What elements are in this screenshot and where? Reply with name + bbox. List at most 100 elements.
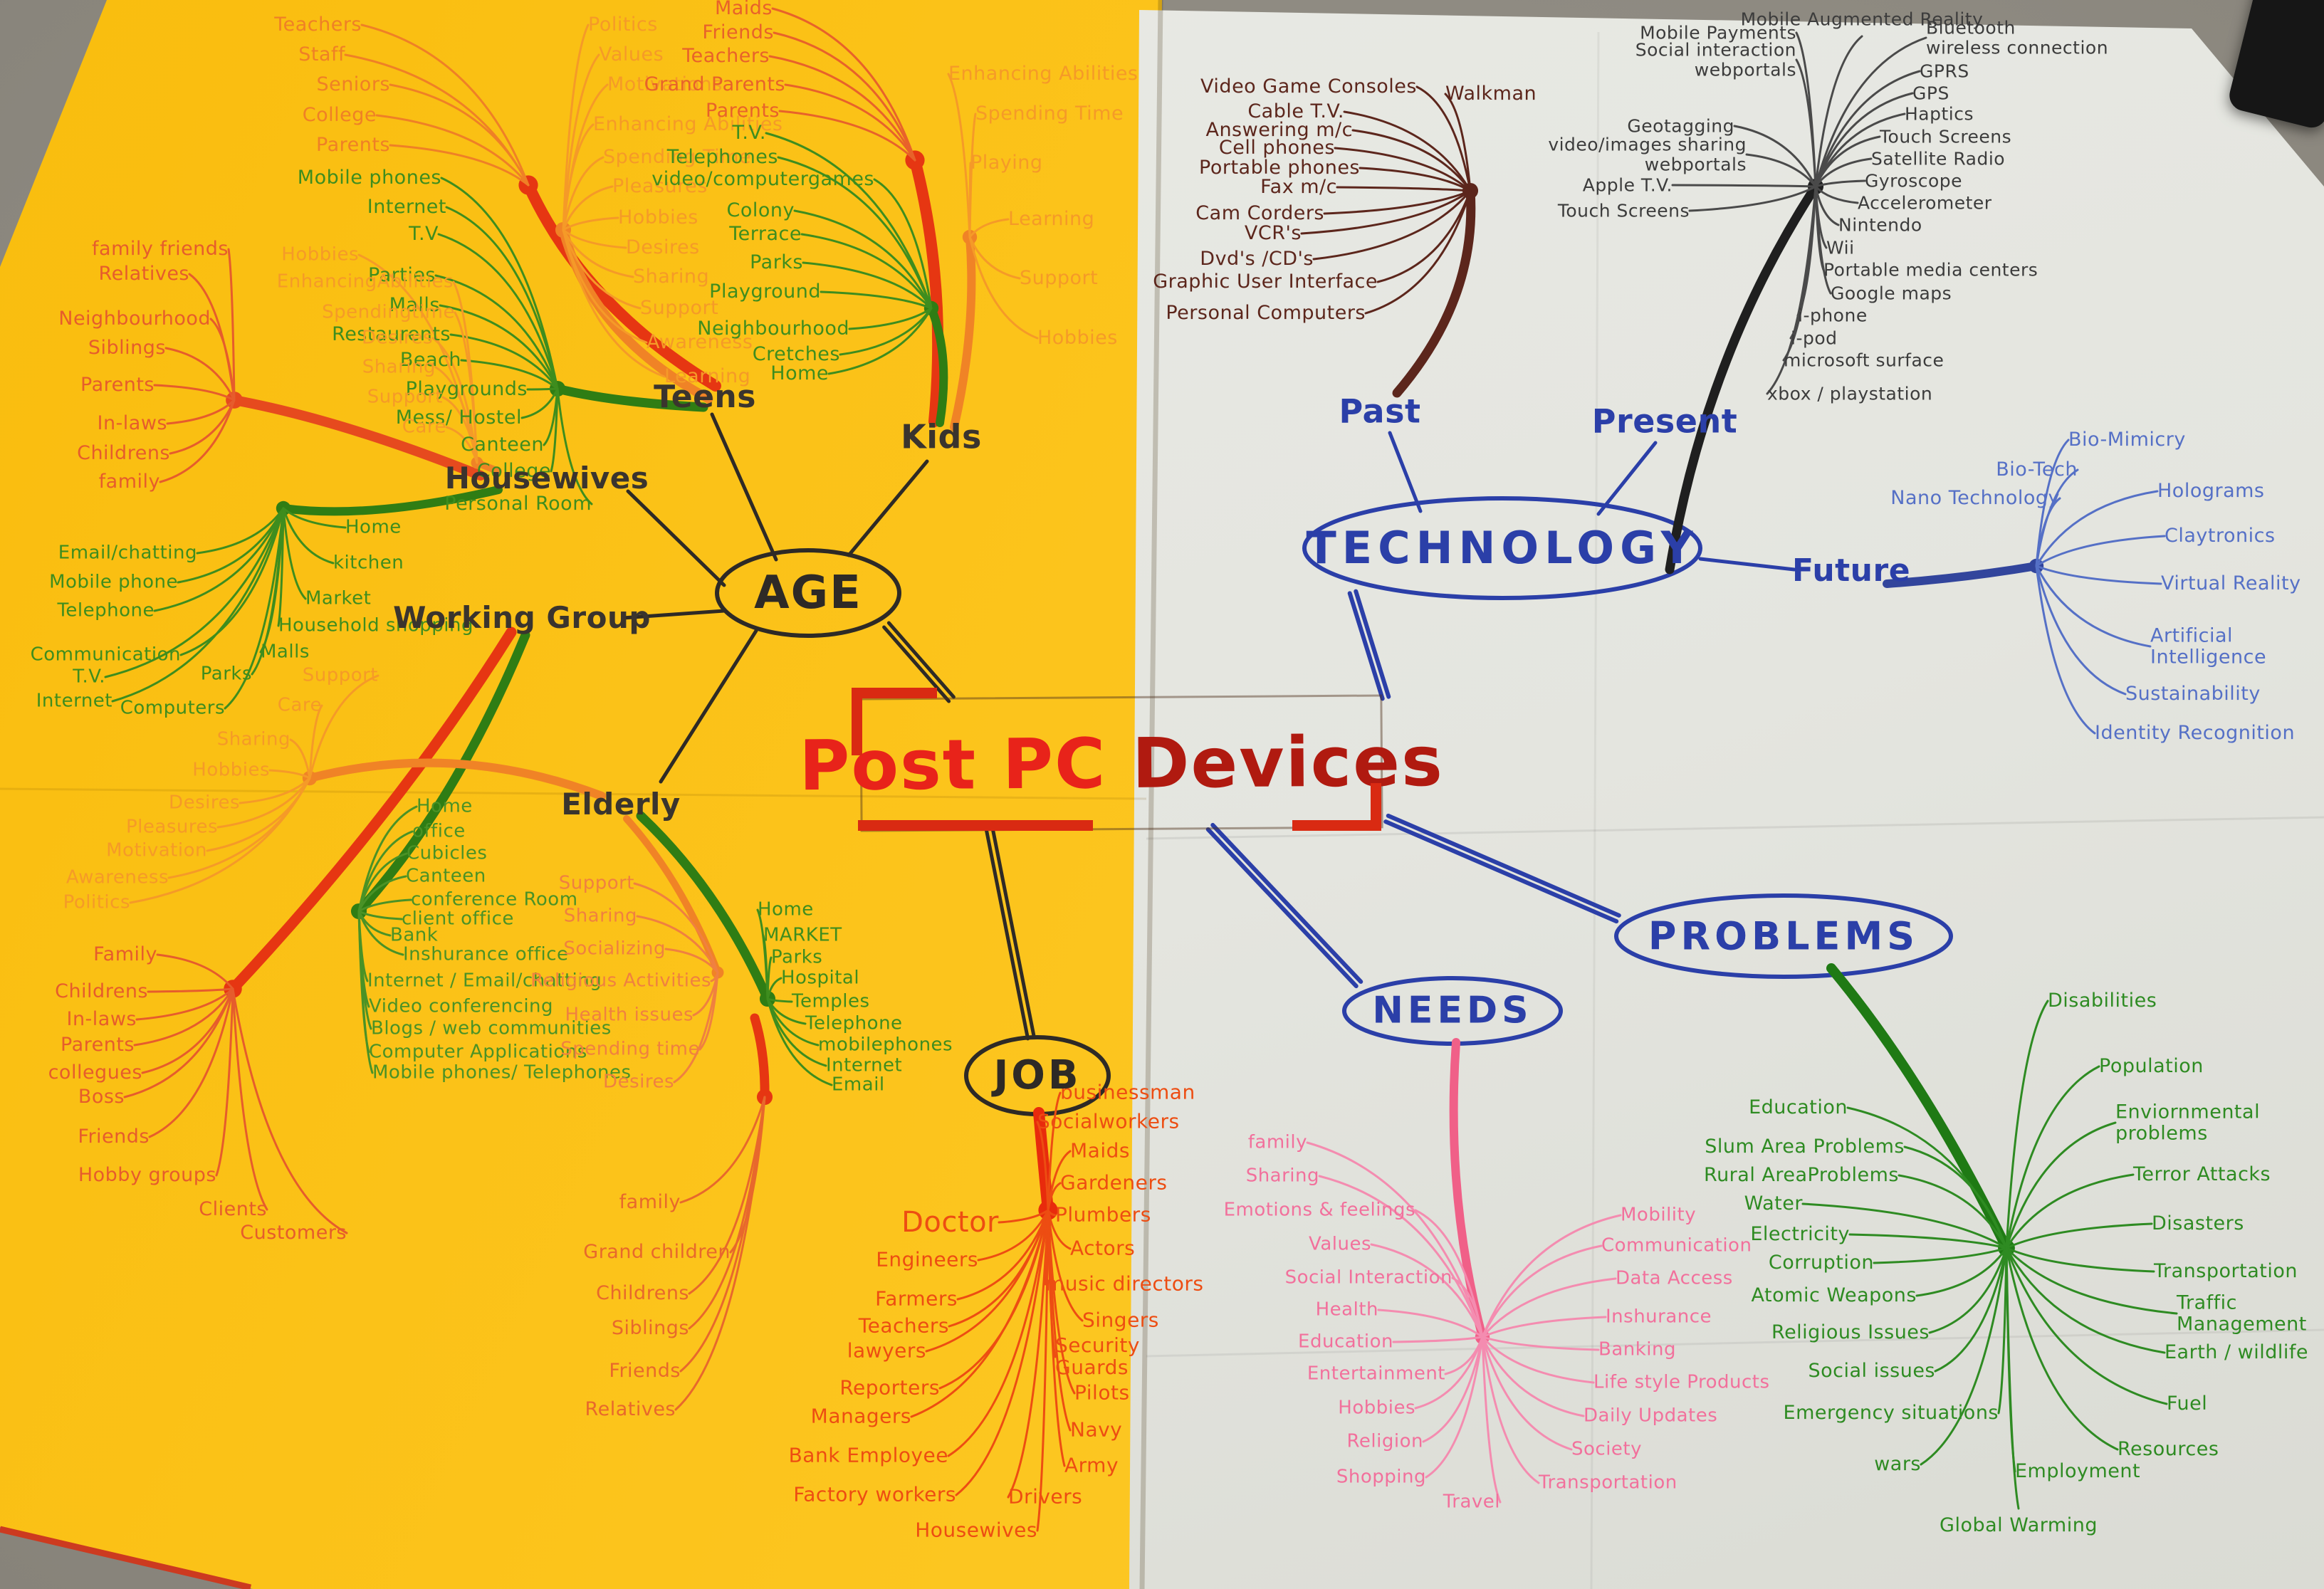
needs-items-label-2: Emotions & feelings: [1223, 1199, 1415, 1221]
job-occupations-label-7: Bank Employee: [788, 1443, 948, 1467]
housewives-family-line-7: [159, 399, 236, 483]
housewives-devices-label-6: Computers: [120, 697, 225, 719]
elderly-attributes-mid-label-5: Spending time: [560, 1038, 700, 1060]
present-devices-label-19: i-phone: [1798, 305, 1868, 326]
kids-attributes-line-5: [968, 236, 1039, 340]
job-occupations-line-4: [925, 1209, 1050, 1353]
teens-people-label-3: College: [302, 104, 377, 127]
present-devices-line-9: [1814, 92, 1914, 188]
working-group-places-label-9: Video conferencing: [369, 995, 554, 1017]
present-devices-label-16: Wii: [1826, 237, 1855, 258]
needs-items-line-10: [1425, 1336, 1484, 1479]
present-devices-label-2: Social interaction webportals: [1635, 39, 1796, 80]
future-tech-trunk: [1883, 562, 2041, 588]
teens-people-label-2: Seniors: [316, 73, 390, 96]
teens-attributes-label-2: Motivations: [607, 73, 723, 96]
needs-items-line-1: [1318, 1175, 1484, 1338]
needs-items-line-12: [1481, 1214, 1622, 1338]
teens-places-label-10: College: [476, 460, 551, 483]
present-devices-label-21: microsoft surface: [1784, 350, 1944, 371]
past-devices-label-8: VCR's: [1244, 222, 1302, 245]
working-group-family-label-3: Parents: [61, 1034, 135, 1056]
working-group-places-line-2: [357, 852, 408, 913]
needs-items-label-7: Entertainment: [1307, 1363, 1445, 1385]
problems-items-label-12: Employment: [2015, 1460, 2141, 1483]
future-tech-label-0: Bio-Mimicry: [2068, 429, 2186, 451]
needs-items-label-19: Society: [1571, 1438, 1643, 1460]
teens-attributes-label-5: Pleasures: [612, 175, 708, 198]
needs-items-label-14: Data Access: [1616, 1267, 1733, 1289]
kids-attributes-line-3: [968, 218, 1010, 238]
working-group-places-label-6: Bank: [390, 924, 439, 946]
present-devices-label-6: Touch Screens: [1557, 200, 1690, 221]
red-sheet-edge: [0, 1526, 252, 1589]
past-devices-label-1: Walkman: [1445, 83, 1537, 105]
housewives-devices-label-7: Parks: [200, 663, 252, 685]
needs-items-line-15: [1481, 1316, 1607, 1338]
problems-items-label-17: Disasters: [2152, 1212, 2244, 1235]
kids-places-line-4: [800, 233, 933, 310]
needs-items-label-4: Social Interaction: [1284, 1267, 1452, 1289]
present-devices-label-12: Satellite Radio: [1871, 148, 2006, 169]
housewives-family-label-2: Neighbourhood: [58, 308, 211, 330]
problems-items-label-14: Population: [2099, 1055, 2204, 1078]
needs-items-label-6: Education: [1298, 1331, 1393, 1353]
crease-white-3: [1590, 31, 1600, 1589]
housewives-attributes-label-5: Support: [367, 386, 443, 408]
working-group-places-label-0: Home: [417, 795, 473, 817]
housewives-devices-line-6: [224, 507, 285, 710]
kids-attributes-label-0: Enhancing Abilities: [948, 63, 1139, 85]
elderly-attributes-upper-label-4: Desires: [169, 792, 240, 814]
teens-people-line-2: [389, 83, 530, 187]
problems-items-label-6: Atomic Weapons: [1751, 1284, 1917, 1307]
connector-6-0: [990, 827, 1036, 1039]
future-tech-line-2: [2035, 497, 2061, 567]
housewives-family-label-1: Relatives: [98, 263, 189, 285]
needs-items-label-9: Religion: [1346, 1430, 1423, 1452]
housewives-devices-line-5: [111, 507, 285, 703]
teens-places-line-0: [440, 177, 559, 390]
connector-5-1: [886, 621, 956, 699]
working-group-places-line-0: [357, 805, 418, 913]
problems-items-label-22: Resources: [2118, 1438, 2219, 1461]
needs-items-label-13: Communication: [1601, 1234, 1752, 1257]
present-devices-label-7: Bluetooth wireless connection: [1926, 17, 2109, 58]
connector-7: [1388, 431, 1423, 513]
problems-items-line-20: [2005, 1247, 2166, 1354]
needs-items-line-0: [1306, 1141, 1484, 1338]
past-devices-label-5: Portable phones: [1199, 157, 1360, 179]
housewives-family-label-0: family friends: [92, 238, 229, 261]
housewives-attributes-line-5: [441, 396, 478, 464]
elderly-attributes-upper-line-2: [289, 738, 311, 780]
elderly-family-line-2: [688, 1096, 766, 1295]
elderly-family-line-4: [679, 1096, 766, 1373]
working-group-family-label-4: collegues: [48, 1061, 142, 1084]
job-occupations-line-6: [910, 1209, 1050, 1418]
teens-places-label-3: Parties: [368, 264, 436, 287]
housewives-devices-label-0: Email/chatting: [58, 542, 197, 564]
job-occupations-label-11: Socialworkers: [1037, 1109, 1180, 1133]
working-group-places-line-4: [357, 898, 412, 913]
elderly-family-label-3: Siblings: [611, 1317, 689, 1340]
teens-places-label-6: Beach: [399, 349, 461, 372]
teens-attributes-line-4: [562, 156, 604, 231]
job-occupations-line-8: [955, 1209, 1050, 1496]
problems-items-label-19: Traffic Management: [2177, 1291, 2307, 1335]
elderly-places-label-6: mobilephones: [818, 1034, 953, 1056]
needs-items-label-17: Life style Products: [1593, 1371, 1770, 1393]
connector-6-1: [985, 829, 1030, 1041]
teens-places-trunk: [553, 384, 708, 412]
teens-people-line-4: [389, 144, 530, 187]
branch-label-teens: Teens: [654, 378, 756, 415]
needs-items-line-6: [1392, 1336, 1484, 1343]
present-devices-label-11: Touch Screens: [1880, 126, 2012, 147]
needs-items-line-9: [1422, 1336, 1484, 1443]
crease-white-1: [1146, 816, 2324, 840]
connector-3: [621, 609, 726, 620]
past-devices-label-0: Video Game Consoles: [1200, 75, 1417, 98]
past-devices-trunk: [1392, 186, 1476, 398]
working-group-family-line-5: [123, 987, 234, 1098]
central-topic-text-2: Devices: [1131, 720, 1445, 804]
present-devices-label-14: Accelerometer: [1858, 192, 1992, 214]
elderly-attributes-upper-trunk: [305, 758, 606, 800]
